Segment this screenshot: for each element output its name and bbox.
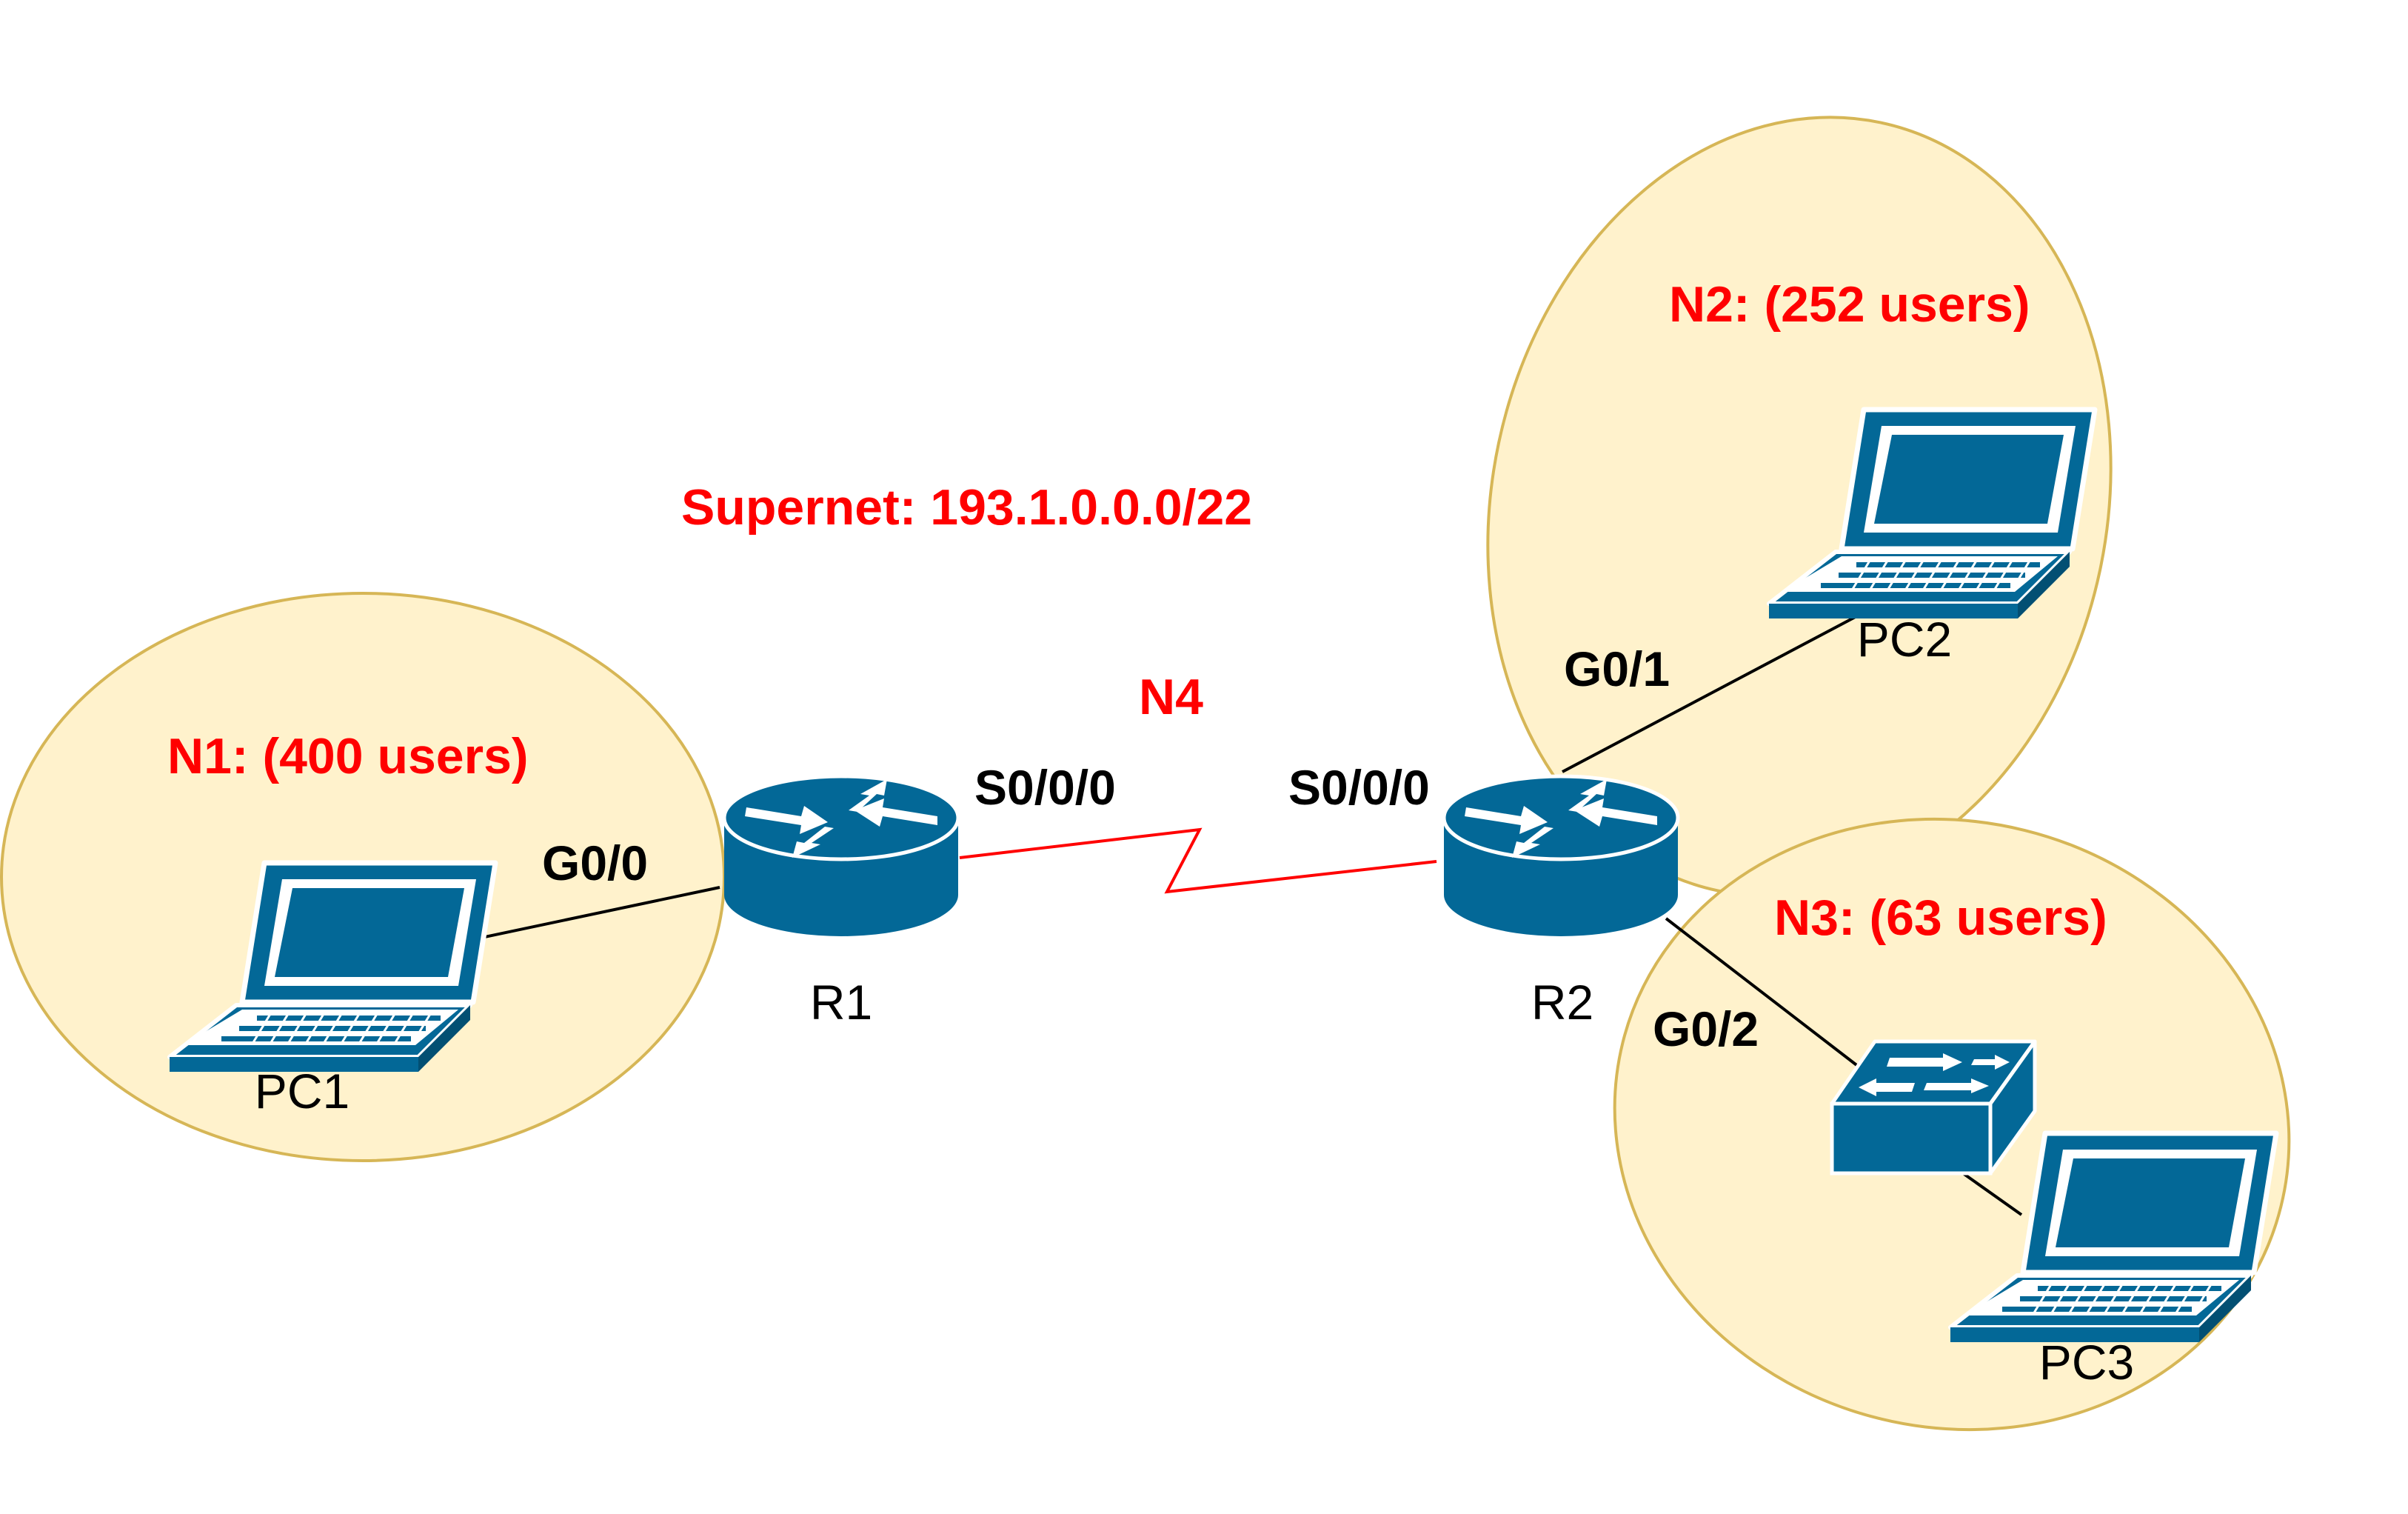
switch-icon[interactable] — [1832, 1041, 2035, 1173]
supernet-label: Supernet: 193.1.0.0.0/22 — [681, 479, 1252, 536]
pc3-label: PC3 — [2039, 1335, 2134, 1390]
r1-g00-label: G0/0 — [542, 836, 648, 890]
link-r2-switch — [1665, 917, 1860, 1068]
router-r2-icon[interactable] — [1444, 776, 1678, 936]
serial-link-n4 — [959, 827, 1437, 894]
n4-label: N4 — [1139, 669, 1203, 725]
pc2-label: PC2 — [1857, 612, 1952, 667]
n2-label: N2: (252 users) — [1669, 276, 2030, 333]
n1-label: N1: (400 users) — [167, 728, 529, 784]
router-r1-icon[interactable] — [724, 776, 958, 936]
r2-label: R2 — [1531, 975, 1593, 1030]
r1-s000-label: S0/0/0 — [974, 760, 1116, 815]
r2-g01-label: G0/1 — [1564, 641, 1670, 696]
n3-label: N3: (63 users) — [1774, 890, 2107, 946]
r2-s000-label: S0/0/0 — [1288, 760, 1430, 815]
r2-g02-label: G0/2 — [1653, 1001, 1759, 1056]
r1-label: R1 — [810, 975, 872, 1030]
link-r2-pc2 — [1562, 591, 1902, 773]
zone-n2 — [1486, 116, 2113, 898]
pc1-label: PC1 — [255, 1064, 350, 1118]
